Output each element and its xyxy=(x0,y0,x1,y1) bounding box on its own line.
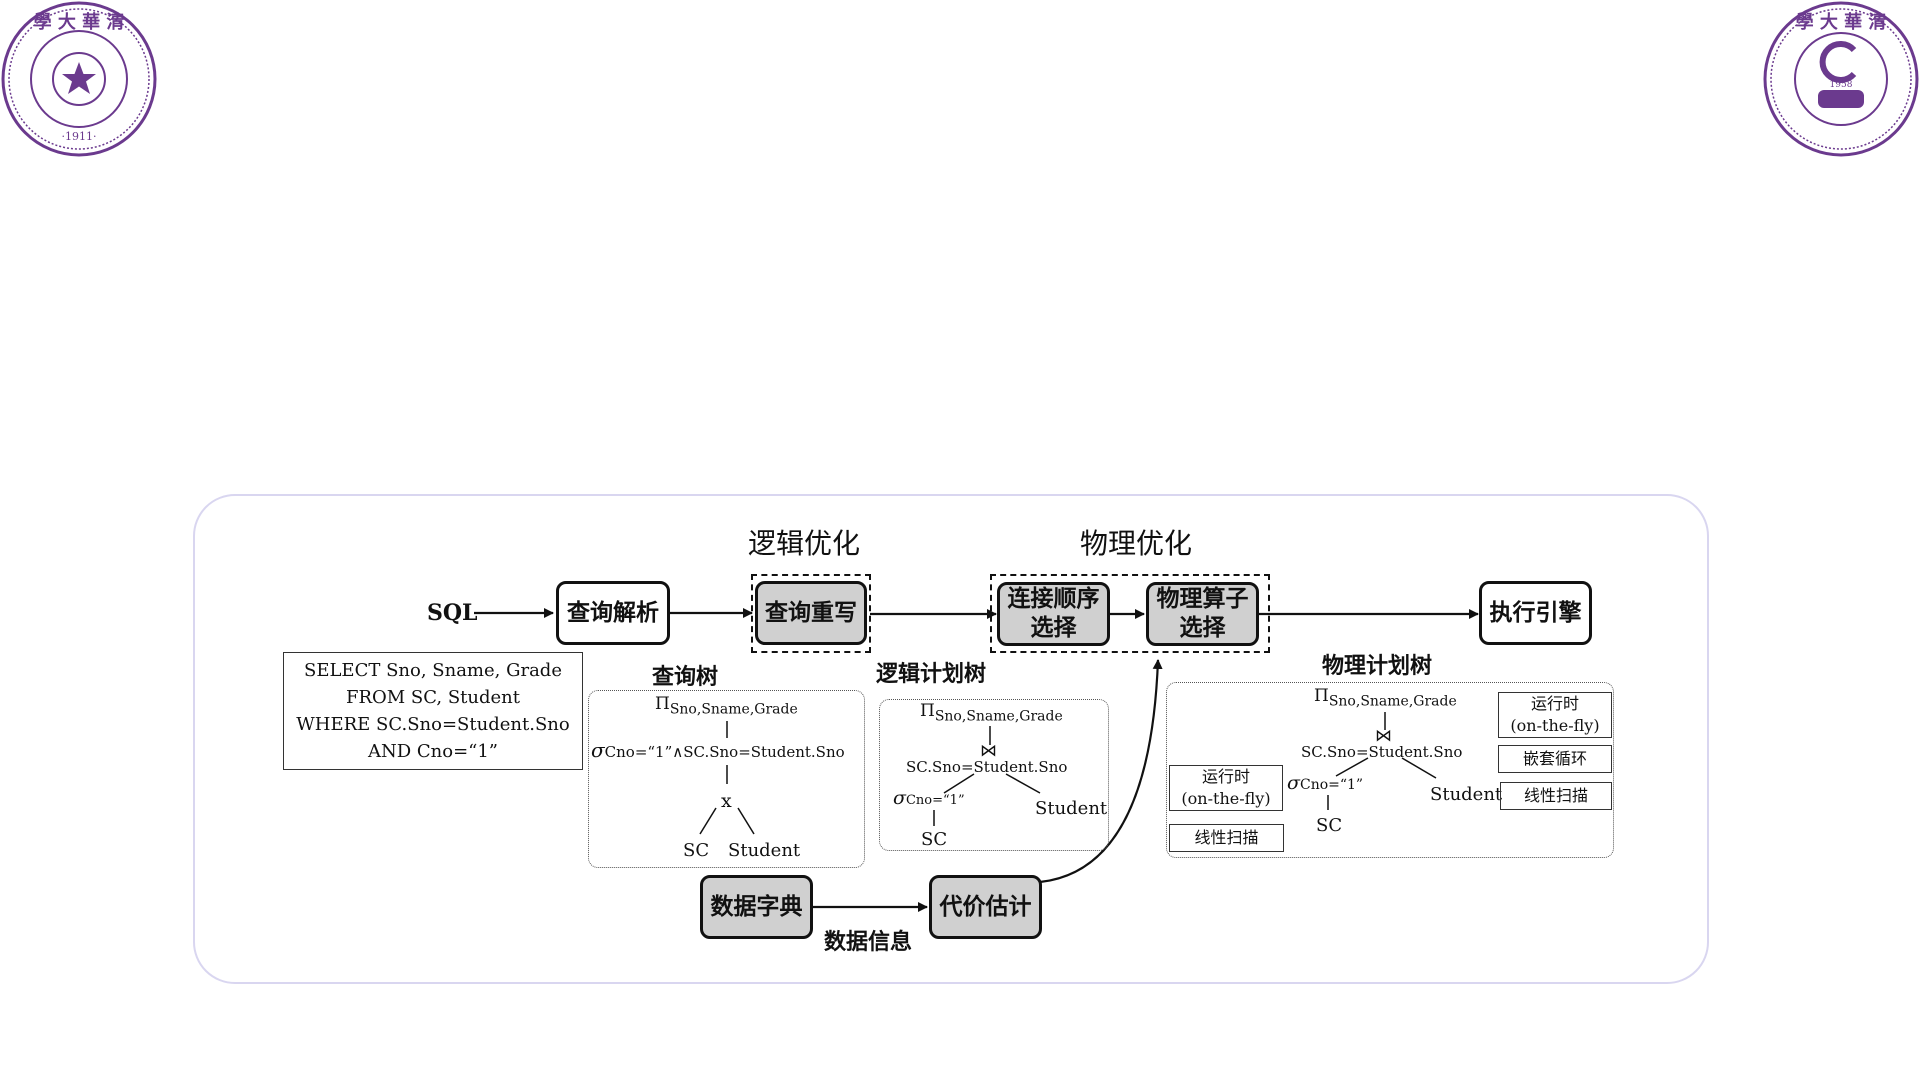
annotation-runtime-left: 运行时 (on-the-fly) xyxy=(1169,765,1283,811)
svg-text:1958: 1958 xyxy=(1830,80,1853,90)
physical-plan-tree-box xyxy=(1166,682,1614,858)
physical-tree-join-condition: SC.Sno=Student.Sno xyxy=(1301,743,1463,761)
physical-tree-join: ⋈ xyxy=(1375,726,1392,746)
logical-tree-join: ⋈ xyxy=(980,741,997,761)
edge-label-data-info: 数据信息 xyxy=(824,929,913,955)
svg-text:學 大 華 清: 學 大 華 清 xyxy=(34,11,125,33)
node-execution-engine: 执行引擎 xyxy=(1479,581,1592,645)
logical-optimization-group xyxy=(751,574,871,653)
query-tree-box xyxy=(588,690,865,868)
physical-tree-leaf-sc: SC xyxy=(1316,815,1343,836)
node-query-parse: 查询解析 xyxy=(556,581,670,645)
node-cost-estimation: 代价估计 xyxy=(929,875,1042,939)
diagram-panel xyxy=(193,494,1709,984)
annotation-scan-right: 线性扫描 xyxy=(1500,782,1612,810)
node-join-order-selection: 连接顺序 选择 xyxy=(997,582,1110,646)
logical-plan-tree-box xyxy=(879,699,1109,851)
sql-query-box: SELECT Sno, Sname, Grade FROM SC, Studen… xyxy=(283,652,583,770)
query-tree-leaf-student: Student xyxy=(728,840,801,861)
arrow-cost-to-physical xyxy=(1039,659,1163,884)
sql-input-label: SQL xyxy=(427,600,478,626)
annotation-scan-left: 线性扫描 xyxy=(1169,824,1284,852)
physical-tree-selection: σCno=“1” xyxy=(1287,772,1364,794)
annotation-runtime-right: 运行时 (on-the-fly) xyxy=(1498,692,1612,738)
physical-optimization-group xyxy=(990,574,1270,653)
sql-line: WHERE SC.Sno=Student.Sno xyxy=(296,714,570,735)
svg-text:·1911·: ·1911· xyxy=(62,130,97,143)
logical-optimization-title: 逻辑优化 xyxy=(748,527,861,560)
node-physical-operator-selection: 物理算子 选择 xyxy=(1146,582,1259,646)
physical-plan-tree-title: 物理计划树 xyxy=(1322,653,1433,679)
logical-tree-join-condition: SC.Sno=Student.Sno xyxy=(906,758,1068,776)
physical-optimization-title: 物理优化 xyxy=(1080,527,1193,560)
query-tree-leaf-sc: SC xyxy=(683,840,710,861)
query-tree-cross-product: x xyxy=(721,790,732,812)
tsinghua-cs-logo: 1958 學 大 華 清 xyxy=(1763,1,1919,157)
sql-line: FROM SC, Student xyxy=(345,687,520,708)
logical-tree-leaf-student: Student xyxy=(1035,798,1108,819)
node-query-rewrite: 查询重写 xyxy=(755,581,867,645)
query-tree-projection: ΠSno,Sname,Grade xyxy=(655,694,798,718)
logical-tree-selection: σCno=“1” xyxy=(893,787,965,809)
physical-tree-leaf-student: Student xyxy=(1430,784,1503,805)
query-tree-title: 查询树 xyxy=(652,664,719,690)
sql-line: SELECT Sno, Sname, Grade xyxy=(304,660,562,681)
svg-text:學 大 華 清: 學 大 華 清 xyxy=(1796,11,1887,33)
node-data-dictionary: 数据字典 xyxy=(700,875,813,939)
tsinghua-seal-logo: 學 大 華 清 ·1911· xyxy=(1,1,157,157)
sql-line: AND Cno=“1” xyxy=(367,741,499,762)
physical-tree-projection: ΠSno,Sname,Grade xyxy=(1314,686,1457,710)
logical-tree-projection: ΠSno,Sname,Grade xyxy=(920,701,1063,725)
query-tree-selection: σCno=“1”∧SC.Sno=Student.Sno xyxy=(591,738,845,762)
logical-tree-leaf-sc: SC xyxy=(921,829,948,850)
logical-plan-tree-title: 逻辑计划树 xyxy=(876,661,987,687)
annotation-nested-loop: 嵌套循环 xyxy=(1498,745,1612,773)
